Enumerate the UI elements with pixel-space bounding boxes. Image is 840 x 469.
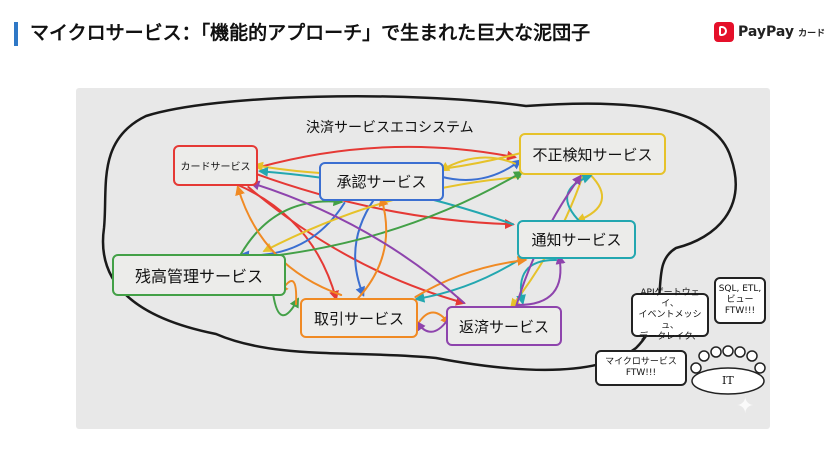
api-gateway-speech-bubble: APIゲートウェイ、 イベントメッシュ、 データレイク、 — [631, 288, 709, 342]
dependency-arrow-51 — [239, 196, 344, 255]
approval-service-box: 承認サービス — [319, 162, 444, 201]
dependency-arrow-61 — [235, 185, 343, 296]
it-team-illustration — [690, 345, 766, 395]
sparkle-icon: ✦ — [736, 394, 755, 419]
it-label: IT — [722, 374, 734, 387]
dependency-arrow-71 — [418, 311, 451, 326]
card-service-box: カードサービス — [173, 145, 258, 186]
dependency-arrow-72 — [249, 180, 466, 304]
dependency-arrow-83 — [415, 319, 448, 333]
notification-service-box: 通知サービス — [517, 220, 636, 259]
fraud-detection-service-box: 不正検知サービス — [519, 133, 666, 175]
microservice-diagram: 決済サービスエコシステム カードサービス 承認サービス 不正検知サービス 通知サ… — [76, 88, 770, 429]
ecosystem-label: 決済サービスエコシステム — [306, 120, 474, 136]
dependency-arrow-78 — [515, 254, 566, 307]
transaction-service-box: 取引サービス — [300, 298, 418, 338]
logo-name: PayPay — [738, 24, 795, 40]
repayment-service-box: 返済サービス — [446, 306, 562, 346]
dependency-arrow-9 — [234, 183, 339, 301]
logo-sub: カード — [798, 28, 826, 39]
dependency-arrow-52 — [262, 170, 524, 258]
dependency-arrow-67 — [414, 255, 528, 298]
paypay-logo-icon — [714, 22, 734, 42]
dependency-arrow-62 — [357, 196, 389, 299]
balance-management-service-box: 残高管理サービス — [112, 254, 286, 296]
dependency-arrow-26 — [439, 156, 516, 172]
microservices-speech-bubble: マイクロサービス FTW!!! — [595, 350, 687, 386]
page-title: マイクロサービス：「機能的アプローチ」で生まれた巨大な泥団子 — [30, 22, 591, 44]
dependency-arrow-45 — [414, 256, 525, 303]
dependency-arrow-20 — [354, 198, 376, 297]
dependency-arrow-46 — [516, 258, 558, 305]
paypay-card-logo: PayPay カード — [714, 22, 825, 42]
sql-etl-speech-bubble: SQL, ETL, ビュー FTW!!! — [714, 277, 766, 324]
dependency-arrow-10 — [247, 186, 466, 306]
dependency-arrow-3 — [258, 145, 517, 169]
dependency-arrow-14 — [439, 159, 522, 181]
title-accent-bar — [14, 22, 18, 46]
dependency-arrow-29 — [575, 173, 604, 223]
dependency-arrow-56 — [272, 293, 299, 317]
